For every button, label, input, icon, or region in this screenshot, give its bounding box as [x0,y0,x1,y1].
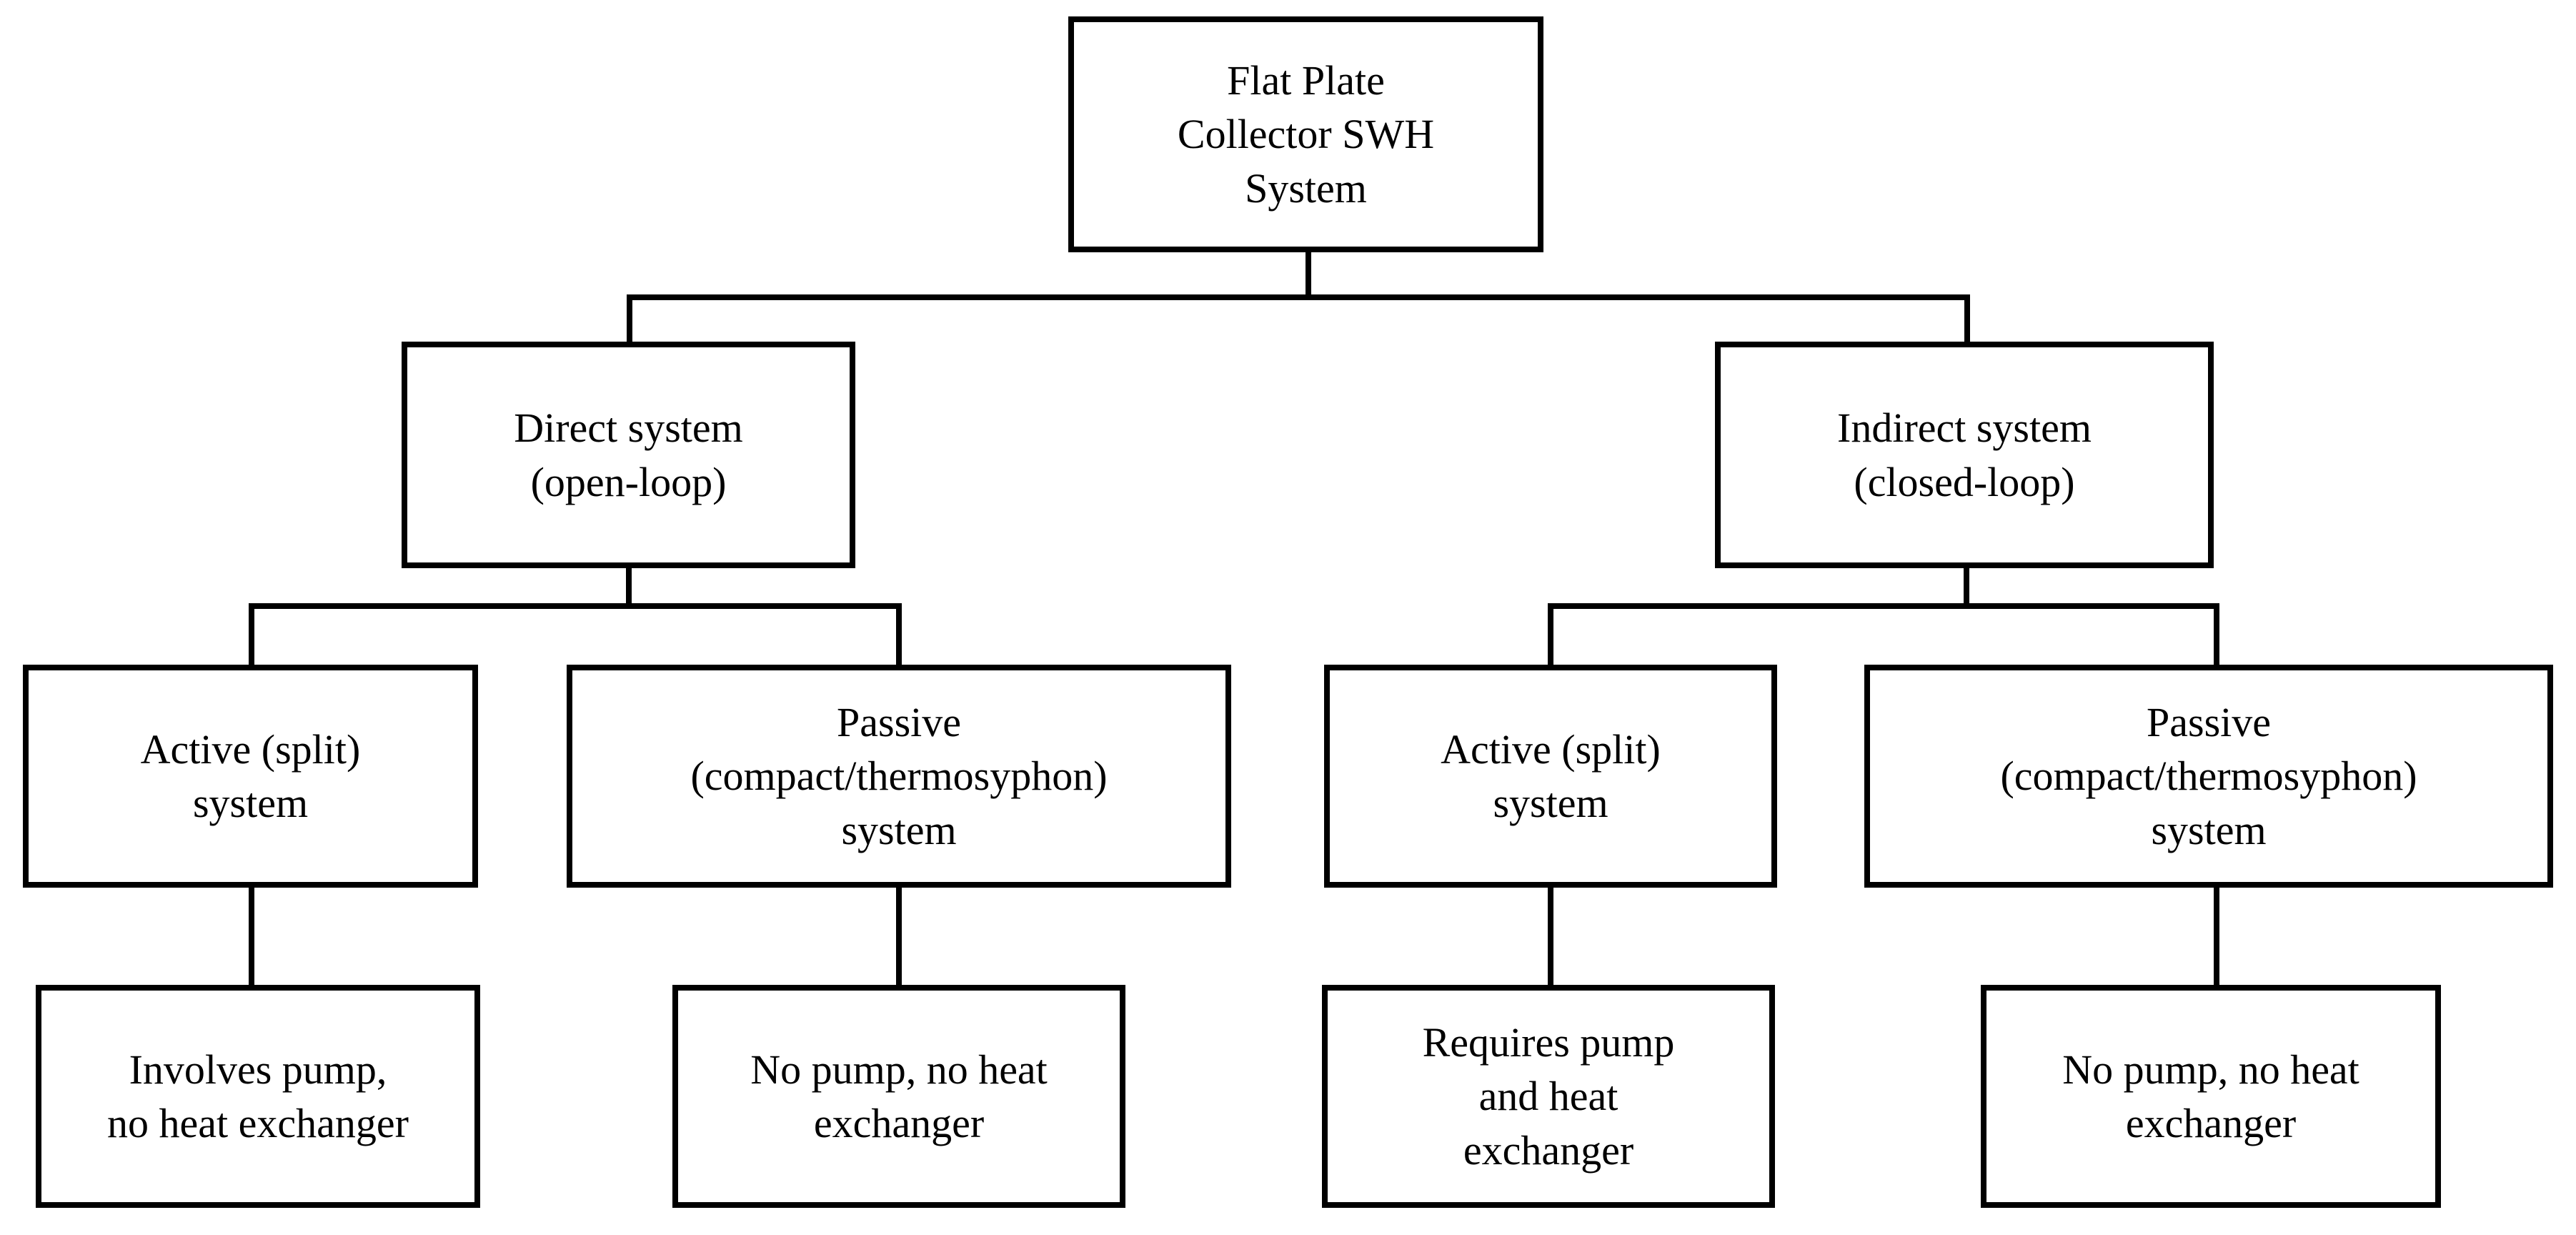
node-detail-involves-pump-no-heat-exchanger-label: Involves pump, no heat exchanger [107,1046,409,1146]
node-detail-requires-pump-and-heat-exchanger[interactable]: Requires pump and heat exchanger [1322,985,1775,1208]
connector-indirect-active-to-detail [1548,883,1553,986]
node-direct-active-split-system-label: Active (split) system [140,725,361,826]
node-indirect-passive-thermosyphon-system[interactable]: Passive (compact/thermosyphon) system [1864,665,2553,888]
connector-indirect-stem [1964,563,1969,607]
node-direct-active-split-system[interactable]: Active (split) system [23,665,478,888]
connector-indirect-to-active [1548,603,1553,668]
connector-direct-stem [626,563,632,607]
connector-direct-to-active [249,603,254,668]
node-indirect-active-split-system-label: Active (split) system [1441,725,1661,826]
node-root[interactable]: Flat Plate Collector SWH System [1068,16,1543,252]
node-direct-system-label: Direct system (open-loop) [514,405,743,505]
node-indirect-passive-thermosyphon-system-label: Passive (compact/thermosyphon) system [2000,698,2417,853]
node-direct-passive-thermosyphon-system-label: Passive (compact/thermosyphon) system [690,698,1108,853]
connector-indirect-to-passive [2214,603,2219,668]
node-detail-requires-pump-and-heat-exchanger-label: Requires pump and heat exchanger [1422,1018,1675,1174]
connector-indirect-bus [1548,603,2219,609]
node-direct-passive-thermosyphon-system[interactable]: Passive (compact/thermosyphon) system [567,665,1231,888]
connector-root-stem [1306,252,1311,299]
connector-root-to-indirect [1964,294,1970,344]
connector-direct-to-passive [896,603,902,668]
connector-root-bus [627,294,1970,300]
node-direct-system[interactable]: Direct system (open-loop) [402,342,855,568]
connector-root-to-direct [627,294,632,344]
connector-direct-passive-to-detail [896,883,902,986]
node-indirect-system-label: Indirect system (closed-loop) [1837,405,2092,505]
node-detail-involves-pump-no-heat-exchanger[interactable]: Involves pump, no heat exchanger [36,985,480,1208]
node-indirect-active-split-system[interactable]: Active (split) system [1324,665,1777,888]
node-detail-no-pump-no-heat-exchanger-indirect[interactable]: No pump, no heat exchanger [1981,985,2441,1208]
node-indirect-system[interactable]: Indirect system (closed-loop) [1715,342,2214,568]
connector-direct-bus [249,603,902,609]
node-root-label: Flat Plate Collector SWH System [1177,56,1435,212]
node-detail-no-pump-no-heat-exchanger-direct[interactable]: No pump, no heat exchanger [672,985,1125,1208]
node-detail-no-pump-no-heat-exchanger-direct-label: No pump, no heat exchanger [750,1046,1048,1146]
connector-direct-active-to-detail [249,883,254,986]
connector-indirect-passive-to-detail [2214,883,2219,986]
node-detail-no-pump-no-heat-exchanger-indirect-label: No pump, no heat exchanger [2062,1046,2359,1146]
